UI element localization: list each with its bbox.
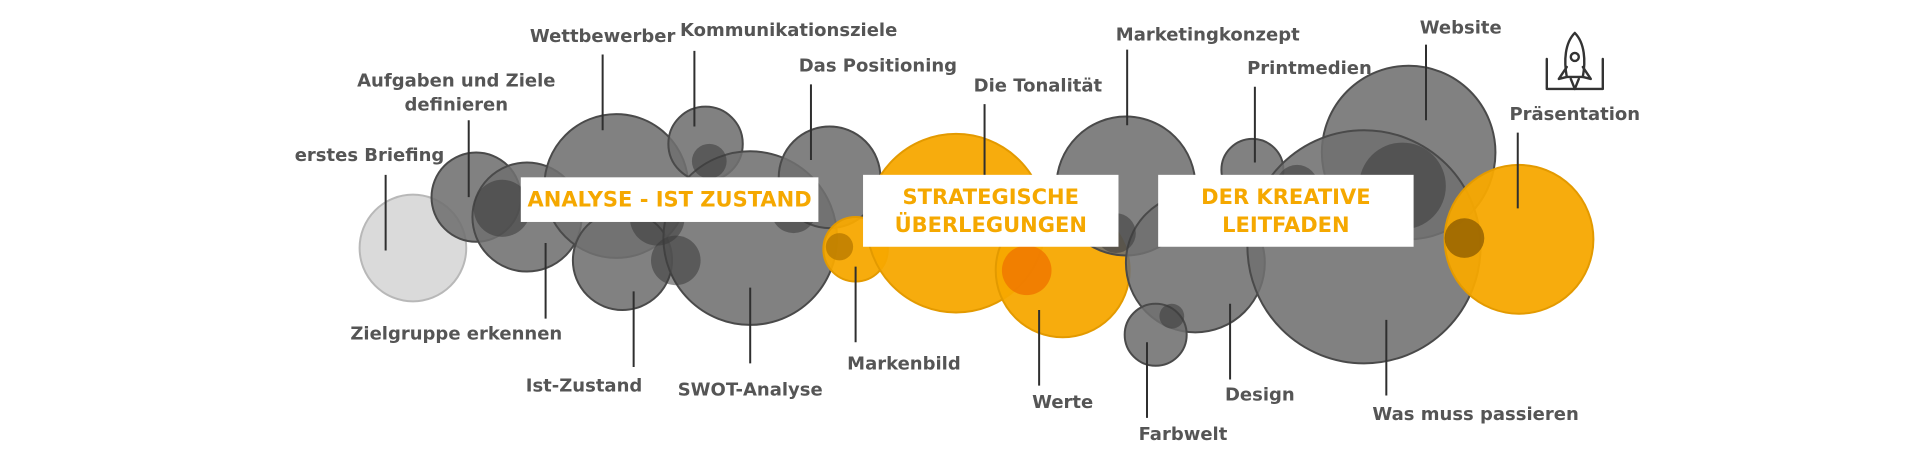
kommunikationsziele-label: Kommunikationsziele: [680, 20, 897, 41]
stage-analyse: ANALYSE - IST ZUSTAND: [520, 177, 819, 222]
overlap-brown-0: [1444, 218, 1485, 258]
icon-layer: [1545, 31, 1605, 91]
overlap-orange-0: [1001, 245, 1052, 296]
leader-lines: [384, 44, 1519, 418]
website-label: Website: [1420, 17, 1502, 38]
das-positioning-label: Das Positioning: [799, 56, 957, 77]
erstes-briefing-label: erstes Briefing: [295, 145, 445, 166]
stage-analyse-box: [520, 177, 819, 222]
ist-zustand-label: Ist-Zustand: [526, 376, 643, 397]
overlap-brown-1: [825, 233, 854, 261]
design-label: Design: [1225, 384, 1295, 405]
aufgaben-und-ziele-label: definieren: [405, 95, 509, 116]
markenbild-label: Markenbild: [847, 353, 961, 374]
stage-kreativ-title: DER KREATIVE: [1201, 185, 1370, 209]
aufgaben-und-ziele-label: Aufgaben und Ziele: [357, 71, 555, 92]
stage-kreativ-title: LEITFADEN: [1222, 213, 1349, 237]
farbwelt-label: Farbwelt: [1139, 424, 1228, 445]
stage-analyse-title: ANALYSE - IST ZUSTAND: [528, 188, 812, 212]
topic-labels: erstes Briefing Aufgaben und Ziele definie…: [295, 17, 1640, 445]
werte-label: Werte: [1032, 392, 1093, 413]
overlap-dark-2: [651, 235, 701, 286]
stage-kreativ-box: [1158, 174, 1414, 247]
stage-strategie-title: STRATEGISCHE: [903, 185, 1079, 209]
rocket-icon: [1545, 31, 1605, 91]
die-tonalitaet-label: Die Tonalität: [974, 76, 1103, 97]
overlap-dark-0: [473, 179, 531, 237]
stage-boxes: ANALYSE - IST ZUSTAND STRATEGISCHE ÜBERLEG…: [520, 174, 1414, 247]
overlap-dark-3: [691, 143, 727, 179]
wettbewerber-label: Wettbewerber: [530, 26, 676, 47]
stage-strategie-box: [863, 174, 1119, 247]
stage-strategie-title: ÜBERLEGUNGEN: [895, 212, 1087, 237]
zielgruppe-erkennen-label: Zielgruppe erkennen: [350, 324, 562, 345]
stage-strategie: STRATEGISCHE ÜBERLEGUNGEN: [863, 174, 1119, 247]
swot-analyse-label: SWOT-Analyse: [678, 379, 823, 400]
praesentation-bubble: [1443, 163, 1595, 315]
marketingkonzept-label: Marketingkonzept: [1116, 25, 1300, 46]
printmedien-label: Printmedien: [1247, 58, 1372, 79]
was-muss-passieren-label: Was muss passieren: [1372, 404, 1578, 425]
overlap-dark-8: [1159, 303, 1185, 329]
praesentation-label: Präsentation: [1509, 104, 1640, 125]
stage-kreativ: DER KREATIVE LEITFADEN: [1158, 174, 1414, 247]
